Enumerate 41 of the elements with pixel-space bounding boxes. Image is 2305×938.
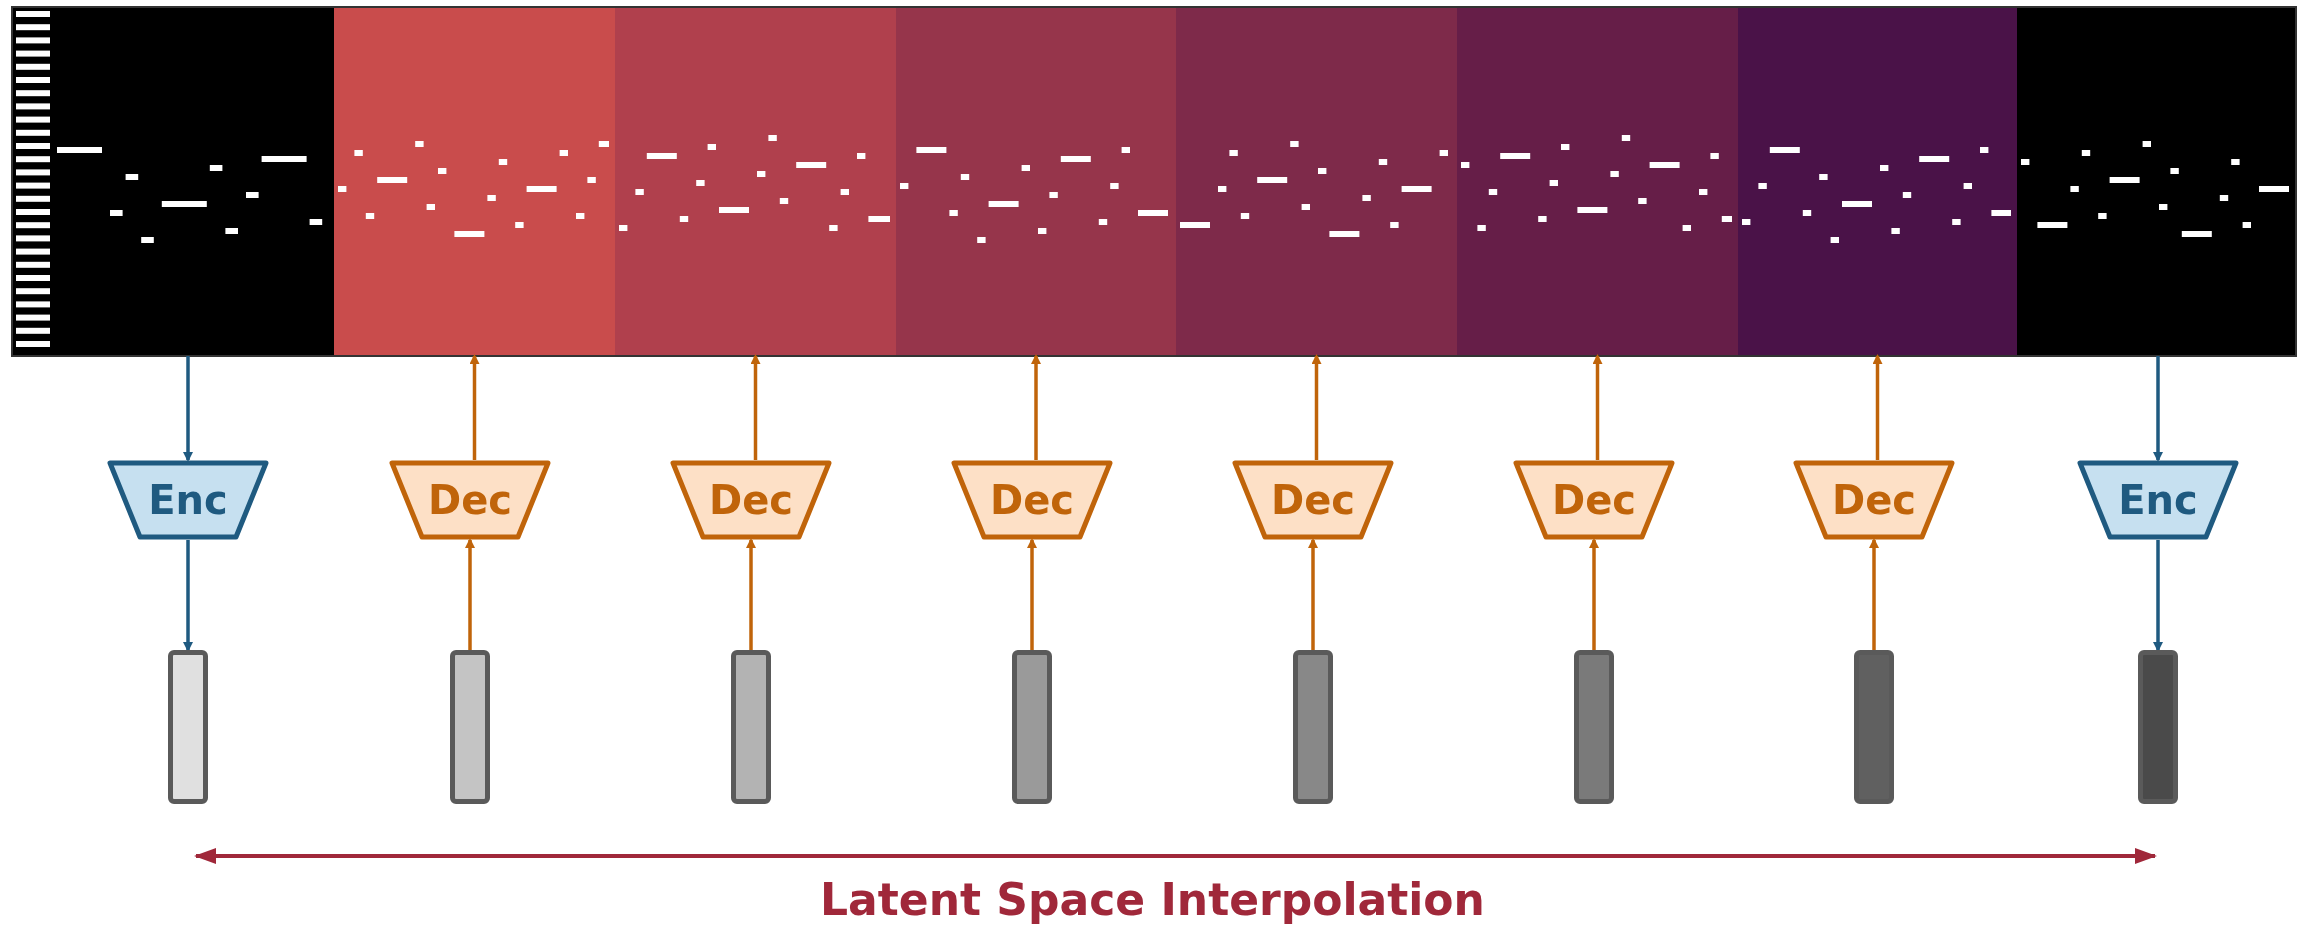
latent-vector-bar <box>1574 650 1614 804</box>
block-label: Dec <box>1831 480 1916 520</box>
arrow <box>1027 538 1037 650</box>
piano-roll-drawing <box>1176 7 1457 356</box>
arrow <box>1308 538 1318 650</box>
piano-roll-drawing <box>2017 7 2296 356</box>
block-label: Dec <box>1270 480 1355 520</box>
piano-roll-drawing <box>1457 7 1738 356</box>
arrow <box>1031 354 1041 460</box>
latent-vector-bar <box>1012 650 1052 804</box>
piano-roll-drawing <box>896 7 1176 356</box>
latent-vector-bar <box>168 650 208 804</box>
block-label: Dec <box>427 480 512 520</box>
axis-caption: Latent Space Interpolation <box>820 878 1485 922</box>
piano-roll-drawing <box>334 7 615 356</box>
arrow <box>1589 538 1599 650</box>
arrow <box>2153 540 2163 652</box>
arrow <box>183 356 193 462</box>
latent-vector-bar <box>2138 650 2178 804</box>
arrow <box>1869 538 1879 650</box>
arrow <box>2153 356 2163 462</box>
arrow <box>746 538 756 650</box>
arrow <box>1872 354 1883 460</box>
piano-roll-drawing <box>615 7 896 356</box>
latent-vector-bar <box>731 650 771 804</box>
arrow <box>1592 354 1603 460</box>
block-label: Dec <box>708 480 793 520</box>
piano-roll-drawing <box>12 7 334 356</box>
block-label: Dec <box>989 480 1074 520</box>
block-label: Enc <box>148 480 228 520</box>
latent-vector-bar <box>1293 650 1333 804</box>
arrow <box>469 354 480 460</box>
block-label: Dec <box>1551 480 1636 520</box>
latent-vector-bar <box>450 650 490 804</box>
arrow <box>465 538 475 650</box>
arrow <box>750 354 761 460</box>
piano-roll-drawing <box>1738 7 2017 356</box>
arrow <box>1311 354 1322 460</box>
arrow <box>183 540 193 652</box>
block-label: Enc <box>2118 480 2198 520</box>
latent-vector-bar <box>1854 650 1894 804</box>
